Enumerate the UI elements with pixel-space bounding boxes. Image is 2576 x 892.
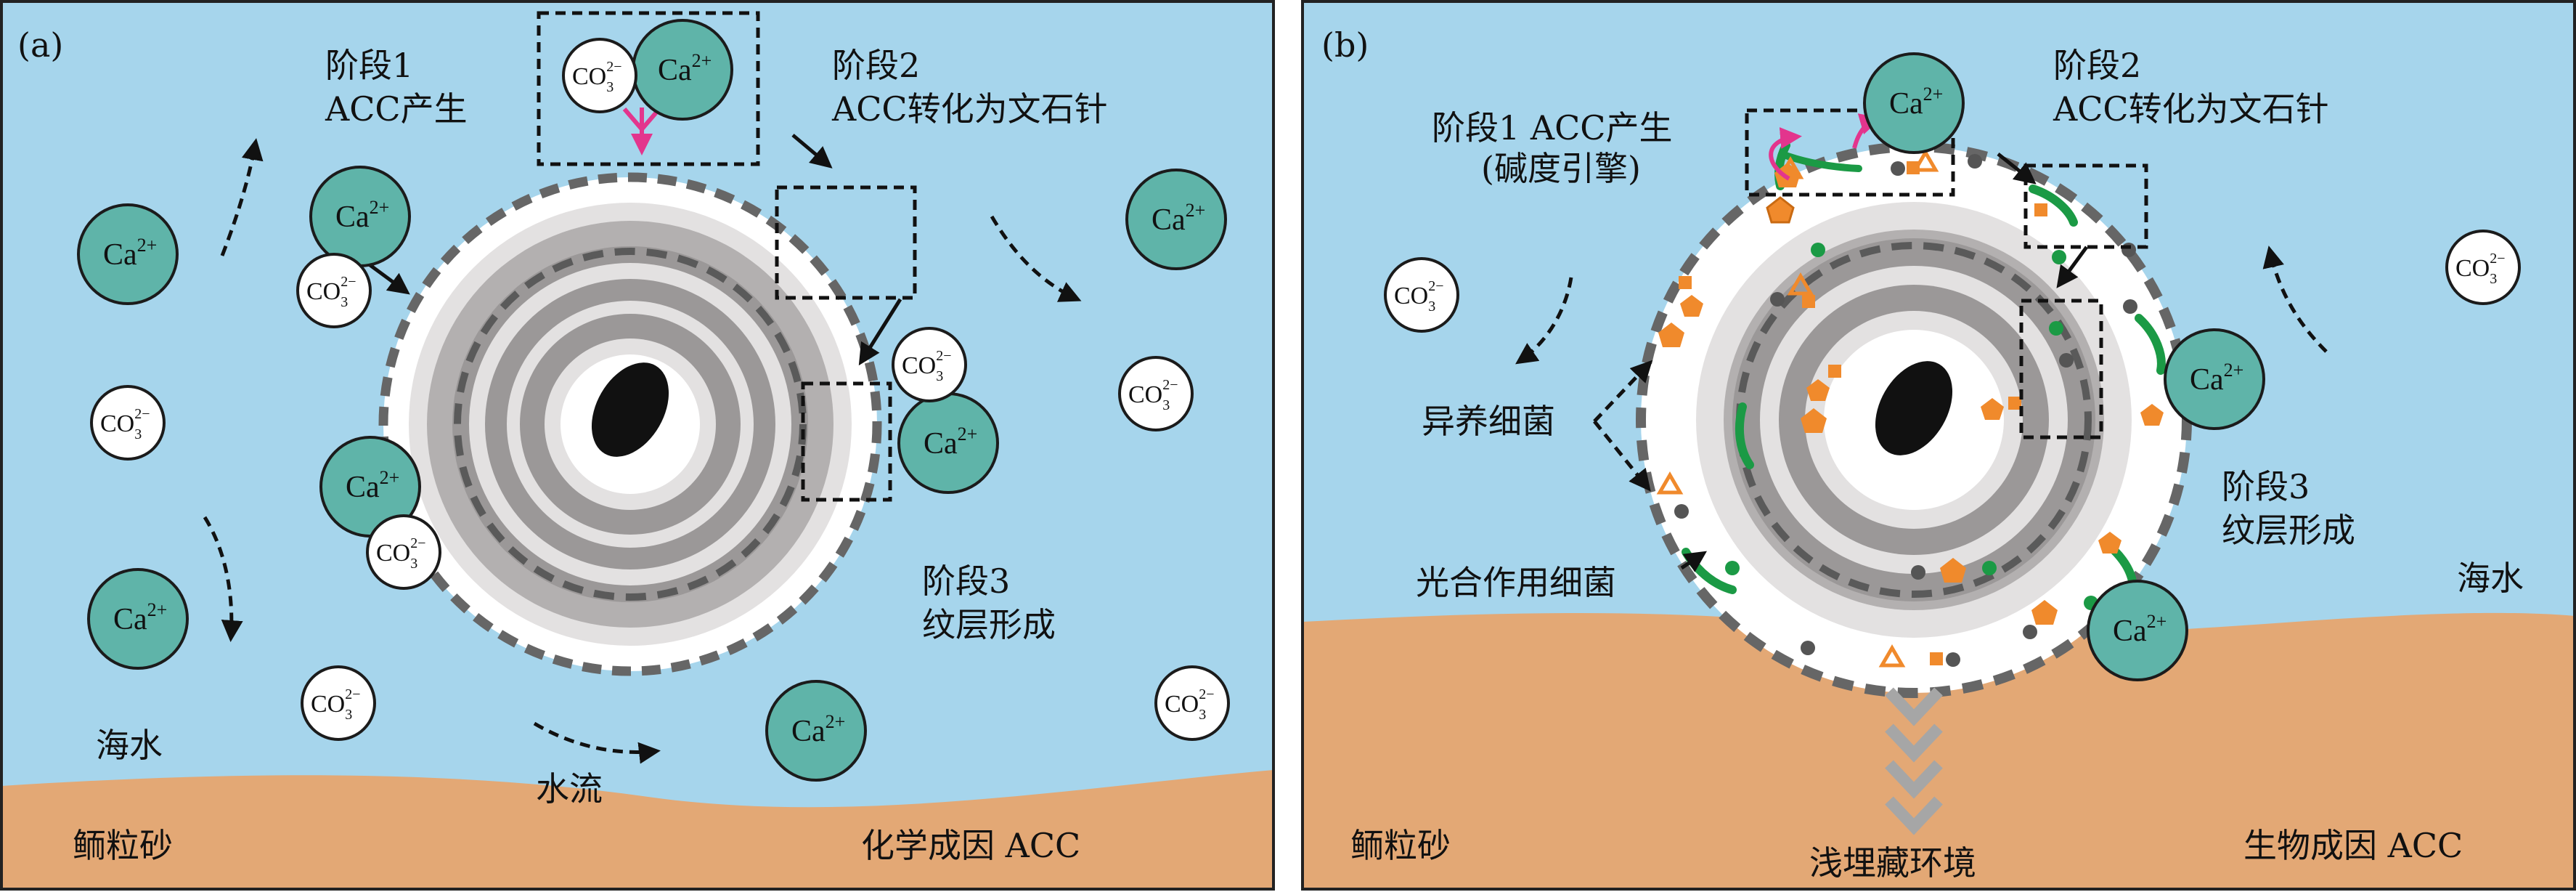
calcium-ion: Ca2+: [319, 436, 421, 538]
magenta-arrow: [1769, 127, 1802, 181]
calcium-ion: Ca2+: [87, 568, 189, 670]
svg-text:Ca2+: Ca2+: [113, 599, 167, 636]
sediment-layer: [1303, 612, 2575, 889]
svg-text:CO32−: CO32−: [572, 59, 622, 95]
stage2-box: [2023, 163, 2148, 249]
dashed-arrow: [1515, 277, 1573, 365]
svg-text:Ca2+: Ca2+: [335, 197, 389, 234]
svg-text:Ca2+: Ca2+: [346, 467, 399, 504]
calcium-ion: Ca2+: [897, 392, 999, 494]
stage1-title: 阶段1: [325, 46, 413, 85]
svg-text:CO32−: CO32−: [311, 686, 361, 723]
stage2-box: [775, 185, 917, 300]
panel-a-tag: (a): [17, 25, 63, 65]
svg-text:CO32−: CO32−: [1394, 278, 1444, 315]
origin-label: 生物成因 ACC: [2243, 826, 2463, 865]
dashed-arrow: [1593, 420, 1651, 492]
bacteria: [1656, 141, 2166, 668]
carbonate-ion: CO32−: [1154, 665, 1230, 741]
origin-label: 化学成因 ACC: [861, 826, 1080, 865]
photosynth-label: 光合作用细菌: [1416, 563, 1616, 602]
carbonate-ion: CO32−: [1118, 356, 1194, 431]
svg-text:CO32−: CO32−: [376, 535, 426, 572]
stage1-box: [537, 11, 760, 166]
svg-text:CO32−: CO32−: [1128, 377, 1178, 413]
seawater-label: 海水: [96, 726, 163, 765]
stage2-title: 阶段2: [832, 46, 920, 85]
stage2-desc: ACC转化为文石针: [2053, 89, 2329, 129]
carbonate-ion: CO32−: [562, 38, 637, 113]
carbonate-ion: CO32−: [90, 385, 166, 461]
panel-b-tag: (b): [1321, 25, 1369, 65]
stage1-box: [1745, 108, 1955, 197]
sediment-layer: [1, 770, 1273, 889]
burial-label: 浅埋藏环境: [1809, 843, 1976, 883]
svg-text:CO32−: CO32−: [1165, 686, 1215, 723]
chevron-down-icon: [1885, 687, 1943, 835]
svg-text:CO32−: CO32−: [902, 348, 952, 384]
calcium-ion: Ca2+: [1863, 52, 1965, 154]
stage3-desc: 纹层形成: [922, 605, 1056, 644]
stage3-box: [2019, 299, 2103, 439]
seawater-label: 海水: [2457, 559, 2524, 598]
calcium-ion: Ca2+: [1125, 169, 1227, 270]
sediment-label: 鲕粒砂: [1350, 826, 1451, 865]
stage1-desc: (碱度引擎): [1481, 149, 1641, 188]
dashed-arrow: [2262, 246, 2328, 353]
stage3-desc: 纹层形成: [2222, 511, 2355, 550]
svg-text:CO32−: CO32−: [306, 274, 356, 310]
carbonate-ion: CO32−: [2445, 230, 2521, 305]
panel-b: (b) 阶段1 ACC产生 (碱度引擎) 阶段2 ACC转化为文石针 阶段3 纹…: [1301, 0, 2576, 891]
calcium-ion: Ca2+: [2087, 580, 2188, 681]
nucleus: [591, 362, 669, 457]
current-label: 水流: [536, 769, 603, 808]
stage1-title: 阶段1 ACC产生: [1432, 108, 1673, 147]
calcium-ion: Ca2+: [765, 680, 867, 782]
dashed-arrow: [990, 215, 1082, 302]
ooid: [378, 172, 882, 676]
black-arrow: [858, 298, 902, 366]
stage2-desc: ACC转化为文石针: [831, 89, 1108, 129]
svg-text:Ca2+: Ca2+: [1152, 200, 1205, 237]
black-arrow: [791, 134, 833, 169]
svg-text:Ca2+: Ca2+: [924, 423, 977, 461]
carbonate-ion: CO32−: [892, 327, 967, 402]
stage1-desc: ACC产生: [325, 89, 468, 129]
svg-text:Ca2+: Ca2+: [2190, 360, 2243, 397]
carbonate-ion: CO32−: [366, 514, 441, 590]
calcium-ion: Ca2+: [2164, 328, 2265, 430]
svg-text:Ca2+: Ca2+: [2113, 611, 2167, 648]
stage2-title: 阶段2: [2053, 46, 2141, 85]
svg-text:Ca2+: Ca2+: [1889, 84, 1943, 121]
svg-text:Ca2+: Ca2+: [103, 235, 157, 272]
panel-b-frame: [1301, 0, 2576, 891]
black-arrow: [1680, 551, 1707, 572]
stage3-box: [801, 381, 892, 502]
carbonate-ion: CO32−: [301, 665, 376, 741]
svg-text:Ca2+: Ca2+: [658, 50, 712, 87]
stage3-title: 阶段3: [2222, 467, 2310, 506]
panel-a-frame: [0, 0, 1275, 891]
svg-text:CO32−: CO32−: [100, 406, 150, 442]
calcium-ion: Ca2+: [632, 19, 733, 121]
nucleus: [1875, 361, 1953, 455]
heterotroph-label: 异养细菌: [1422, 402, 1555, 441]
black-arrow: [1997, 153, 2037, 185]
dashed-arrow: [1593, 360, 1653, 423]
panel-a: (a) 阶段1 ACC产生 阶段2 ACC转化为文石针 阶段3 纹层形成 海水 …: [0, 0, 1275, 891]
carbonate-ion: CO32−: [296, 253, 372, 328]
sediment-label: 鲕粒砂: [73, 826, 173, 865]
svg-text:Ca2+: Ca2+: [791, 711, 845, 748]
black-arrow: [2056, 246, 2089, 288]
carbonate-ion: CO32−: [1384, 257, 1459, 333]
dashed-arrow: [220, 138, 264, 256]
stage3-title: 阶段3: [922, 561, 1010, 601]
calcium-ion: Ca2+: [309, 166, 411, 267]
svg-text:CO32−: CO32−: [2455, 251, 2506, 287]
calcium-ion: Ca2+: [77, 203, 179, 305]
